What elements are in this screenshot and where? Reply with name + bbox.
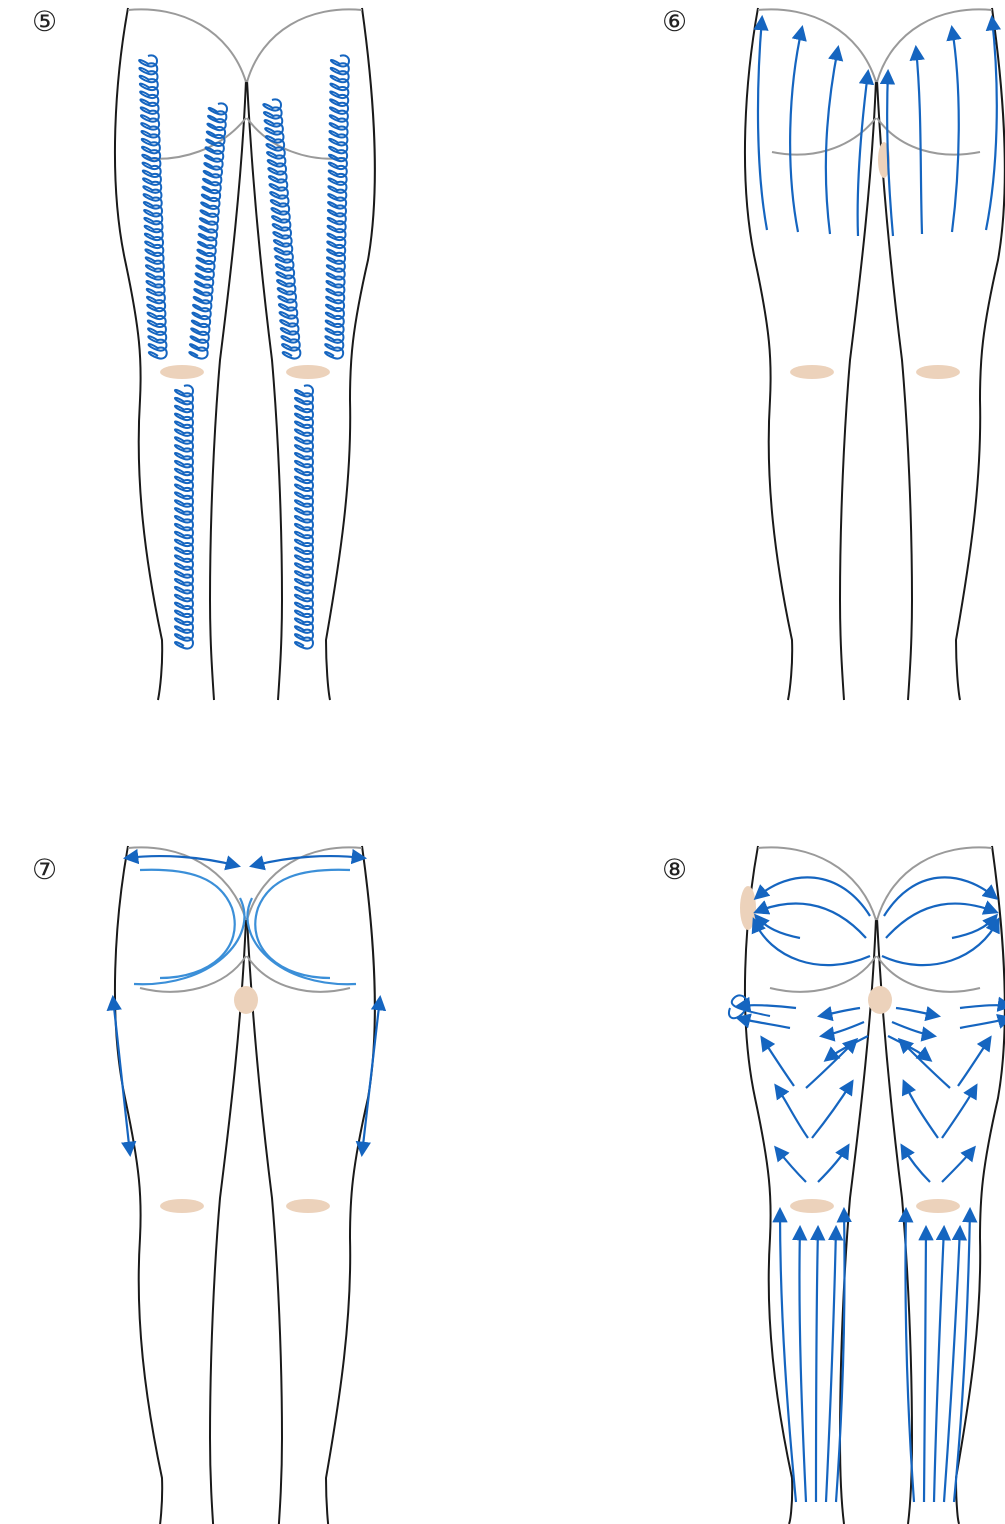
spiral-stroke xyxy=(263,99,300,358)
spiral-stroke xyxy=(175,385,193,648)
leg-outline xyxy=(745,846,1005,1524)
leg-outline xyxy=(115,846,375,1524)
hip-point-left xyxy=(740,886,756,930)
spiral-stroke xyxy=(295,385,313,648)
knee-point-left xyxy=(160,1199,204,1213)
leg-outline xyxy=(745,8,1005,700)
panel-7-legs xyxy=(113,846,380,1524)
buttock-crease xyxy=(758,847,992,991)
hip-loop-stroke xyxy=(729,995,770,1018)
glute-point xyxy=(234,986,258,1014)
panel-8-legs xyxy=(729,846,1005,1524)
glute-point xyxy=(868,986,892,1014)
flow-strokes xyxy=(738,877,1005,1502)
spiral-strokes xyxy=(139,55,349,648)
knee-point-left xyxy=(790,365,834,379)
knee-point-left xyxy=(790,1199,834,1213)
upward-strokes xyxy=(758,18,997,236)
knee-point-left xyxy=(160,365,204,379)
panel-5-legs xyxy=(115,8,375,700)
spiral-stroke xyxy=(325,55,349,358)
knee-point-right xyxy=(286,1199,330,1213)
knee-point-right xyxy=(286,365,330,379)
panel-6-legs xyxy=(745,8,1005,700)
knee-point-right xyxy=(916,365,960,379)
spiral-stroke xyxy=(139,55,167,358)
knee-point-right xyxy=(916,1199,960,1213)
spiral-stroke xyxy=(189,103,227,358)
